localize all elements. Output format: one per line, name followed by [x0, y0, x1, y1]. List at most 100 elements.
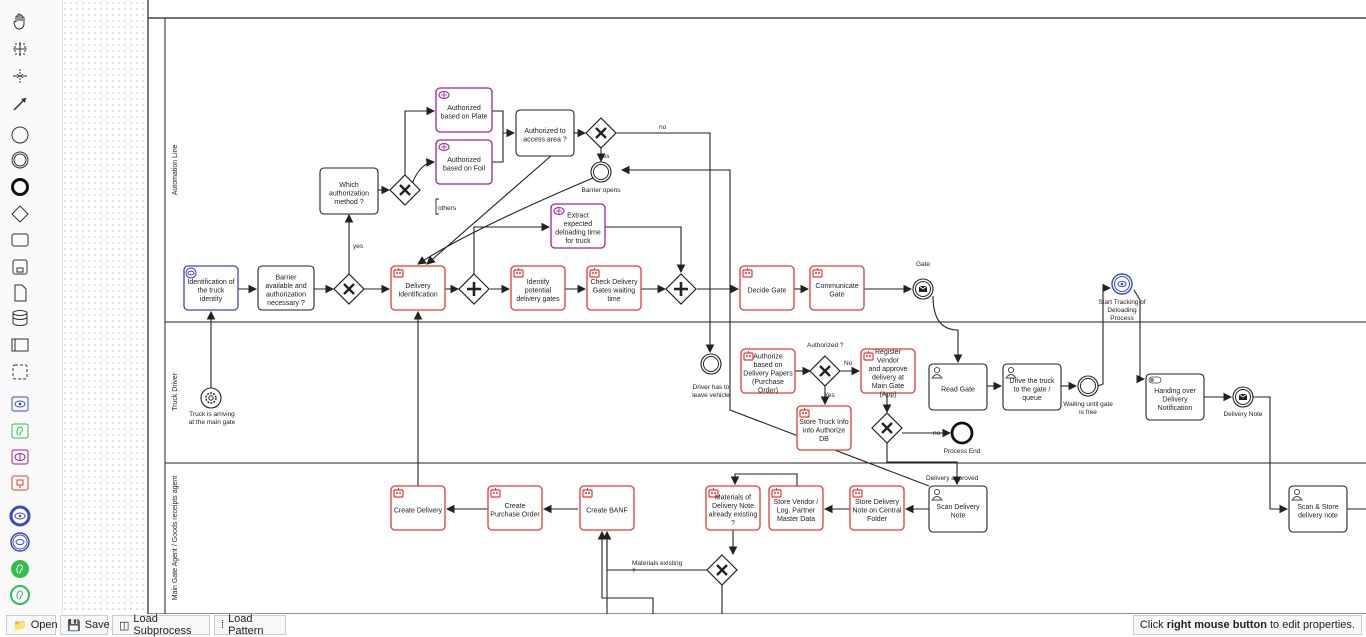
start-event-icon[interactable] [6, 124, 34, 146]
auth-gw[interactable] [809, 355, 841, 387]
data-object-icon[interactable] [6, 282, 34, 304]
flow-gate-readgate[interactable] [932, 295, 963, 364]
save-button[interactable]: 💾Save [60, 615, 110, 635]
join-gw[interactable] [665, 273, 697, 305]
space-tool-icon[interactable] [6, 65, 34, 87]
load-subprocess-button[interactable]: ◫Load Subprocess [112, 613, 210, 637]
data-store-icon[interactable] [6, 307, 34, 329]
eye-event-outline-icon[interactable] [6, 531, 34, 553]
task-shape [435, 139, 493, 185]
connect-tool-icon[interactable] [6, 92, 34, 114]
flow-no-driver[interactable] [616, 132, 715, 354]
flow-gw-approved[interactable] [886, 443, 962, 486]
gate-message-event[interactable]: Gate [912, 261, 934, 300]
robot-icon [393, 488, 404, 498]
register-gw[interactable] [871, 412, 903, 444]
brain-task-icon[interactable] [6, 446, 34, 468]
group-icon[interactable] [6, 361, 34, 383]
task-shape [579, 485, 635, 531]
subprocess-icon[interactable] [6, 256, 34, 278]
brain-icon [438, 142, 450, 152]
hand-tool-icon[interactable] [6, 10, 34, 32]
flow-note-scanstore[interactable] [1253, 396, 1289, 514]
robot-task-icon[interactable] [6, 472, 34, 494]
barrier-gw[interactable] [333, 273, 365, 305]
flow-tracking-handing[interactable] [1133, 289, 1146, 384]
flow-to-plate[interactable] [404, 106, 436, 175]
flow-foil-area[interactable] [492, 133, 504, 163]
gear-icon [205, 392, 217, 404]
flow-split-extract[interactable] [473, 222, 551, 274]
materials-gw[interactable] [706, 554, 738, 586]
process-end-event[interactable]: Process End [944, 421, 981, 455]
ear-task-icon[interactable] [6, 420, 34, 442]
intermediate-event-icon[interactable] [6, 149, 34, 171]
flow-to-foil[interactable] [411, 158, 436, 185]
area-gw[interactable] [585, 117, 617, 149]
load-pattern-button[interactable]: ⁞Load Pattern [214, 613, 286, 637]
task-shape [705, 485, 761, 531]
lasso-tool-icon[interactable] [6, 38, 34, 60]
split-gw[interactable] [458, 273, 490, 305]
flow-waiting-tracking[interactable] [1097, 283, 1112, 387]
flow-area-delivery[interactable] [426, 154, 553, 265]
gateway-icon[interactable] [6, 203, 34, 225]
flow-plate-area[interactable] [492, 110, 516, 138]
delivery-note-event[interactable]: Delivery Note [1223, 386, 1263, 418]
task-read-gate[interactable]: Read Gate [928, 363, 988, 411]
task-create-delivery[interactable]: Create Delivery [390, 485, 446, 531]
flow-bottom-banf[interactable] [597, 530, 654, 614]
task-shape [515, 109, 575, 157]
task-icon[interactable] [6, 229, 34, 251]
flow-vendor-materials[interactable] [730, 473, 798, 486]
method-gw[interactable] [389, 174, 421, 206]
eye-task-icon[interactable] [6, 393, 34, 415]
eye-event-icon[interactable] [6, 505, 34, 527]
flow-extract-join[interactable] [605, 226, 686, 274]
ear-event-outline-icon[interactable] [6, 584, 34, 606]
task-decide-gate[interactable]: Decide Gate [739, 265, 795, 311]
annotation-bracket [435, 198, 439, 215]
brain-icon [438, 90, 450, 100]
exclusive-marker-icon [881, 422, 893, 434]
toggle-icon [1148, 376, 1162, 384]
exclusive-marker-icon [343, 283, 355, 295]
task-create-banf[interactable]: Create BANF [579, 485, 635, 531]
barrier-opens-event[interactable]: Barrier opens [581, 161, 621, 194]
ear-event-icon[interactable] [6, 558, 34, 580]
pool-icon[interactable] [6, 334, 34, 356]
open-button[interactable]: 📁Open [6, 615, 58, 635]
end-event-icon[interactable] [6, 176, 34, 198]
flow-label-materials: Materials existing? [632, 560, 683, 575]
